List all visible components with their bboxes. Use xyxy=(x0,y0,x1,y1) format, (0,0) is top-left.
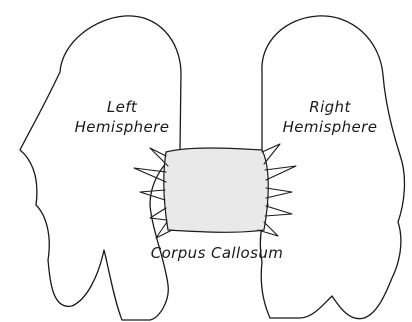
left-hemisphere-label: Left Hemisphere xyxy=(70,97,174,137)
right-hemisphere-label: Right Hemisphere xyxy=(268,97,392,137)
right-hemisphere-outline xyxy=(259,16,405,319)
right-hemisphere-label-line1: Right xyxy=(268,97,392,117)
left-hemisphere-label-line2: Hemisphere xyxy=(70,117,174,137)
left-hemisphere-label-line1: Left xyxy=(70,97,174,117)
corpus-callosum-shape xyxy=(164,148,268,232)
right-hemisphere-label-line2: Hemisphere xyxy=(268,117,392,137)
left-hemisphere-outline xyxy=(20,16,181,320)
corpus-callosum-label: Corpus Callosum xyxy=(126,243,308,263)
